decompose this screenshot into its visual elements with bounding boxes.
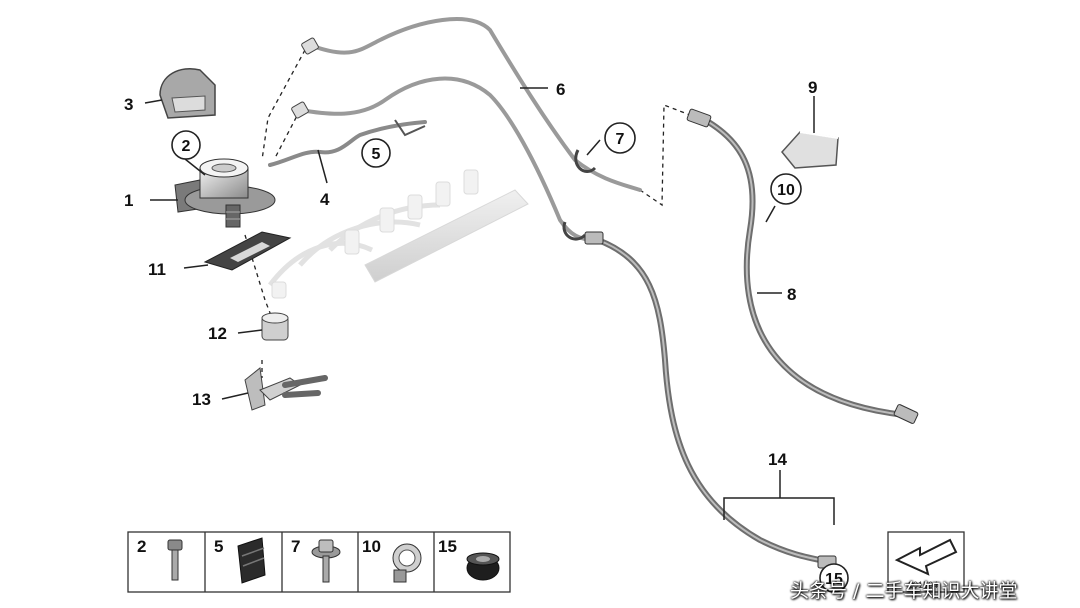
label-8: 8 xyxy=(787,285,796,304)
fuel-pipe-6 xyxy=(301,17,642,192)
fuel-hose-8 xyxy=(686,108,919,424)
label-13: 13 xyxy=(192,390,211,409)
watermark-text: 头条号 / 二手车知识大讲堂 xyxy=(790,580,1018,602)
svg-text:2: 2 xyxy=(182,138,191,155)
label-12: 12 xyxy=(208,324,227,343)
legend-num-10: 10 xyxy=(362,537,381,556)
gasket-11 xyxy=(203,231,292,271)
rubber-mount-icon xyxy=(237,537,266,584)
part-labels: 1 3 11 12 13 4 6 8 9 14 xyxy=(124,78,817,469)
callout-15: 15 xyxy=(819,563,849,593)
callout-7: 7 xyxy=(604,122,636,154)
legend-num-2: 2 xyxy=(137,537,146,556)
svg-text:15: 15 xyxy=(825,571,843,588)
legend-num-15: 15 xyxy=(438,537,457,556)
label-3: 3 xyxy=(124,95,133,114)
callout-10: 10 xyxy=(770,173,802,205)
bracket-9 xyxy=(781,131,839,169)
grommet-icon xyxy=(466,552,500,581)
callout-2: 2 xyxy=(171,130,201,160)
legend-num-7: 7 xyxy=(291,537,300,556)
legend-strip: 2 5 7 10 15 xyxy=(127,531,511,593)
label-14: 14 xyxy=(768,450,787,469)
svg-text:7: 7 xyxy=(616,131,625,148)
assembly-lines xyxy=(244,49,691,378)
flange-bolt-icon xyxy=(311,539,341,583)
hose-clamp-icon xyxy=(392,543,422,583)
legend-num-5: 5 xyxy=(214,537,223,556)
svg-text:5: 5 xyxy=(372,146,381,163)
label-11: 11 xyxy=(148,260,166,279)
high-pressure-pump-1 xyxy=(174,158,276,228)
label-6: 6 xyxy=(556,80,565,99)
label-9: 9 xyxy=(808,78,817,97)
svg-text:10: 10 xyxy=(777,182,795,199)
circled-callouts: 2 5 7 10 15 xyxy=(171,122,849,593)
label-4: 4 xyxy=(320,190,330,209)
fuel-pipe-4 xyxy=(268,76,597,242)
clip-13 xyxy=(244,367,328,411)
callout-5: 5 xyxy=(361,138,391,168)
label-1: 1 xyxy=(124,191,133,210)
cap-3 xyxy=(159,68,216,119)
drawing-number: 201564 xyxy=(908,580,938,590)
fuel-rail-ghost xyxy=(268,169,529,299)
sleeve-12 xyxy=(261,312,289,341)
bolt-icon xyxy=(167,539,183,581)
direction-arrow-box: 201564 xyxy=(887,531,965,593)
leader-lines xyxy=(144,87,835,525)
fuel-hose-14 xyxy=(584,231,837,569)
